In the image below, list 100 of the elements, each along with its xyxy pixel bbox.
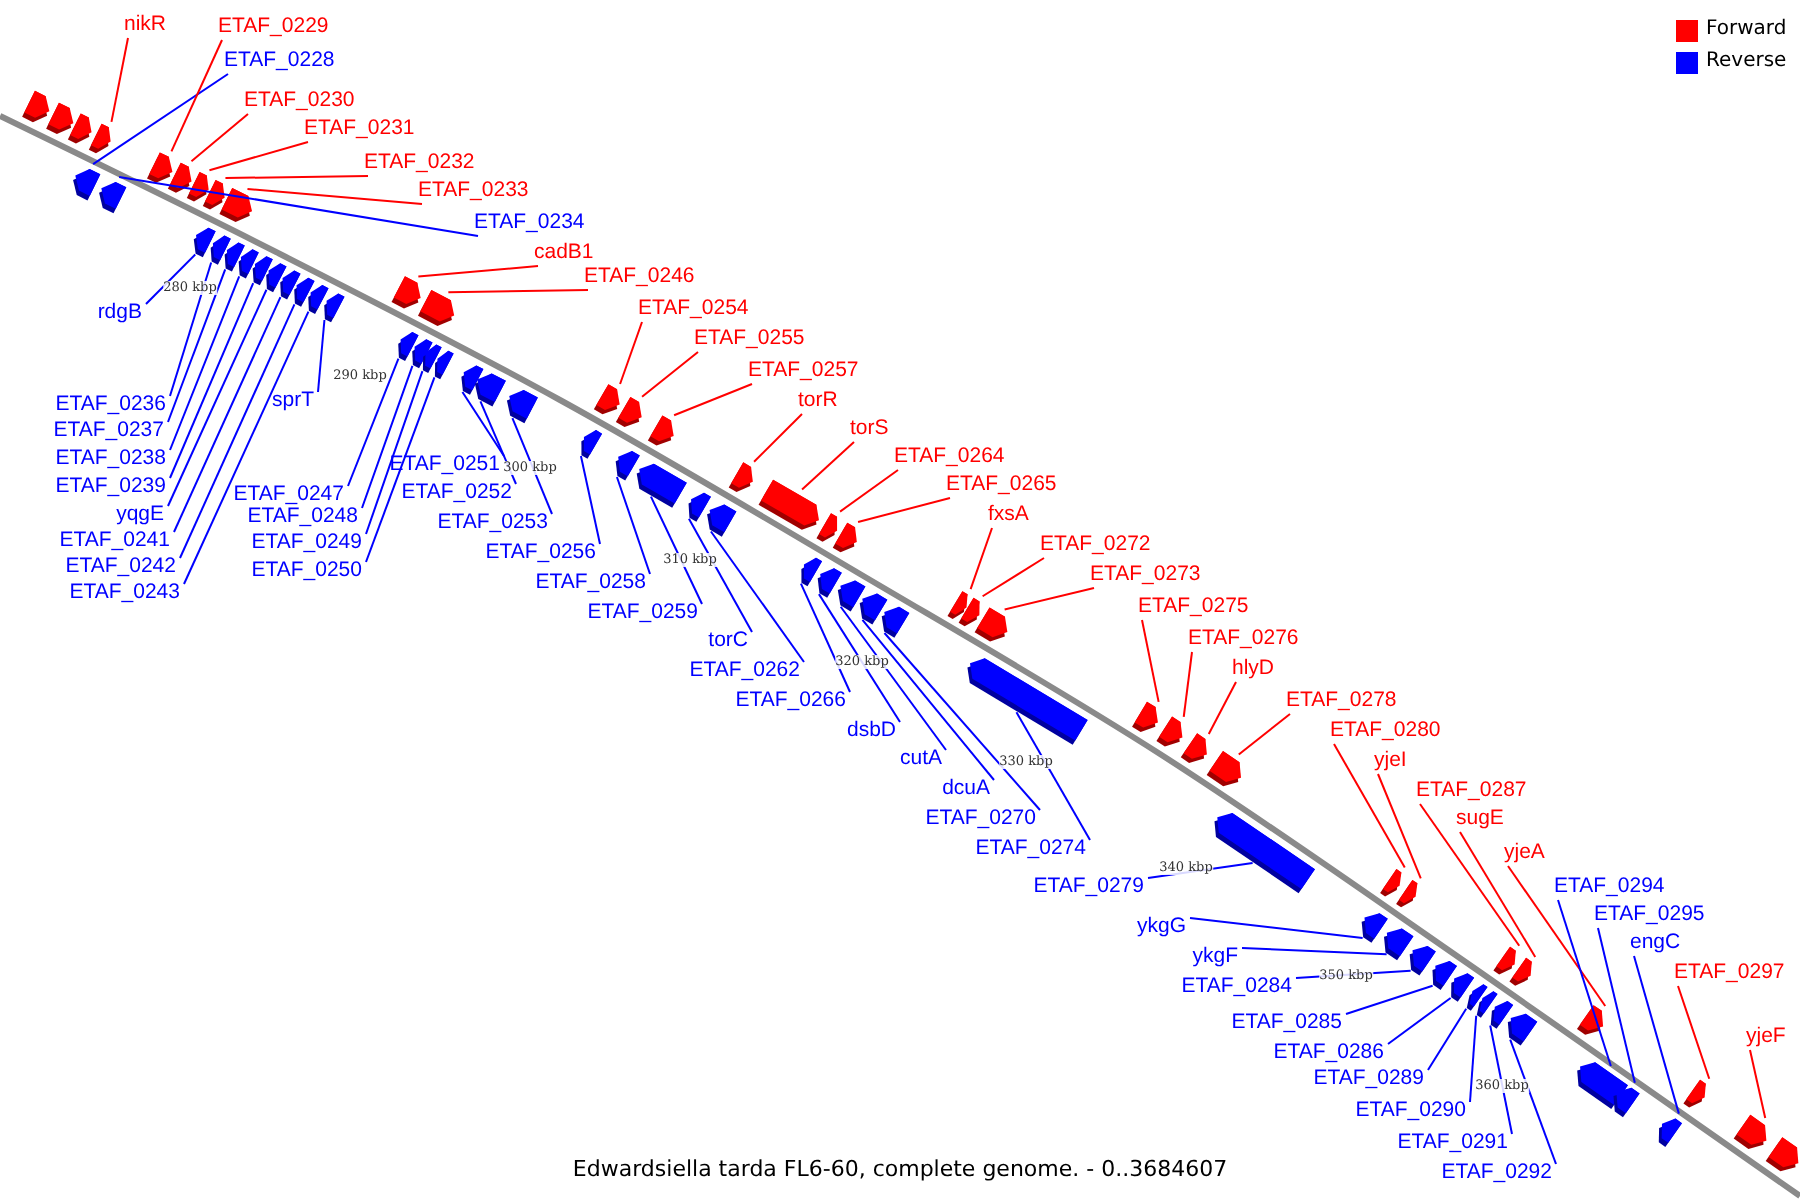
gene-bar [688,492,711,522]
gene-bar [859,593,888,625]
gene-label: ETAF_0257 [748,358,859,382]
leader-line [1419,803,1521,947]
gene-bar [837,580,866,612]
gene-bar [615,396,642,427]
legend-label: Forward [1706,18,1787,42]
leader-line [317,319,326,393]
leader-line [839,469,899,513]
gene-label: ETAF_0294 [1554,874,1665,898]
gene-label: ETAF_0265 [946,472,1057,496]
leader-line [817,593,901,723]
gene-label: ETAF_0287 [1416,778,1527,802]
leader-line [969,527,993,591]
gene-label: ETAF_0232 [364,150,475,174]
leader-line [479,400,517,485]
gene-label: fxsA [988,502,1029,526]
leader-line [92,73,229,166]
leader-line [417,265,539,278]
leader-line [619,321,643,385]
leader-line [365,376,436,563]
gene-label: ETAF_0243 [69,580,180,604]
gene-label: torS [850,416,889,440]
gene-label: nikR [124,12,167,36]
gene-bar [202,179,225,210]
leader-line [118,175,479,237]
leader-line [799,582,851,693]
gene-label: rdgB [97,300,142,324]
gene-label: ETAF_0291 [1397,1130,1508,1154]
gene-bar [391,276,421,309]
gene-label: ETAF_0286 [1273,1040,1384,1064]
gene-label: ETAF_0247 [233,482,344,506]
gene-bar [99,181,127,214]
gene-label: ETAF_0252 [401,480,512,504]
gene-label: ETAF_0266 [735,688,846,712]
gene-bar [1451,973,1475,1002]
leader-line [1489,1024,1513,1135]
gene-bar [167,162,192,193]
leader-line [649,495,703,605]
gene-label: ETAF_0231 [304,116,415,140]
gene-label: ETAF_0248 [247,504,358,528]
leader-line [347,357,400,487]
leader-line [709,530,805,663]
leader-line [1597,927,1636,1084]
leader-line [169,282,255,479]
gene-bar [88,123,111,154]
gene-label: yjeA [1504,840,1545,864]
gene-label: ETAF_0270 [925,806,1036,830]
leader-line [1182,651,1193,718]
gene-bar [417,290,455,326]
gene-bar [147,152,173,183]
gene-label: ETAF_0289 [1313,1066,1424,1090]
gene-label: torR [798,388,838,412]
leader-line [673,383,753,417]
gene-label: hlyD [1232,656,1275,680]
gene-label: ETAF_0259 [587,600,698,624]
gene-label: ETAF_0237 [53,418,164,442]
leader-line [1333,743,1406,869]
leader-line [145,253,197,305]
gene-label: ETAF_0275 [1138,594,1249,618]
gene-label: ETAF_0297 [1674,960,1785,984]
leader-line [208,141,309,172]
leader-line [753,413,803,463]
leader-line [1237,713,1291,756]
gene-label: cadB1 [534,240,594,264]
gene-label: ETAF_0256 [485,540,596,564]
leader-line [365,370,424,535]
leader-line [641,351,699,398]
leader-line [883,632,1041,811]
gene-bar [73,169,101,201]
gene-label: cutA [899,746,942,770]
gene-label: ETAF_0233 [418,178,529,202]
leader-line [839,605,947,751]
gene-label: ykgF [1192,944,1238,968]
gene-bar [506,390,538,424]
gene-bar [67,113,92,144]
gene-label: ykgG [1136,914,1186,938]
gene-bar [474,373,506,407]
gene-label: ETAF_0241 [59,528,170,552]
gene-bar [958,597,980,627]
leader-line [179,303,296,559]
gene-label: ETAF_0273 [1090,562,1201,586]
gene-label: ETAF_0255 [694,326,805,350]
gene-bar [1658,1118,1682,1147]
caption: Edwardsiella tarda FL6-60, complete genome. - 0..3684607 [572,1156,1228,1182]
gene-label: ETAF_0242 [65,554,176,578]
leader-line [173,296,282,533]
gene-bar [1180,733,1207,763]
gene-label: ETAF_0285 [1231,1010,1342,1034]
gene-label: ETAF_0250 [251,558,362,582]
leader-line [447,289,589,294]
leader-line [1207,681,1237,735]
gene-label: ETAF_0239 [55,474,166,498]
gene-label: ETAF_0272 [1040,532,1151,556]
gene-label: ETAF_0278 [1286,688,1397,712]
leader-line [1677,985,1711,1080]
gene-label: sugE [1456,806,1504,830]
legend-label: Reverse [1706,50,1787,74]
leader-line [167,268,227,423]
leader-line [1189,917,1364,939]
